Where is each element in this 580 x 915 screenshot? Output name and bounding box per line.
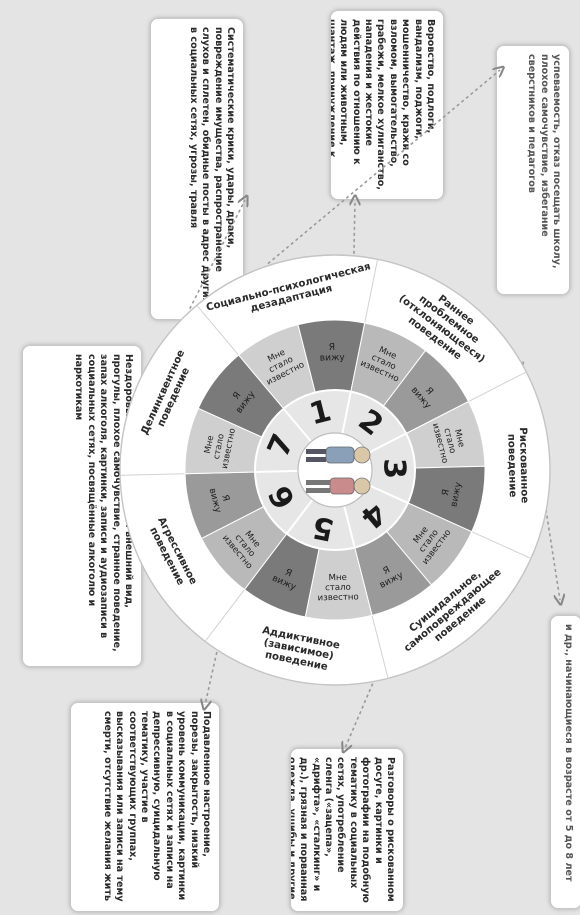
label-see: Явижу (319, 341, 345, 363)
number-divider (254, 469, 299, 473)
wheel-body: МнесталоизвестноЯвижуСоциально-психологи… (119, 254, 551, 686)
card-suicidal: Подавленное настроение, порезы, закрытос… (70, 702, 220, 912)
connector-arrow (205, 651, 218, 705)
connector-arrow (267, 70, 500, 265)
ring-divider (204, 589, 245, 642)
center-circle (297, 432, 373, 508)
connector-arrow (189, 200, 245, 310)
card-social-maladaptation: успеваемость, отказ посещать школу, плох… (496, 45, 570, 295)
category-number: 3 (376, 458, 412, 480)
card-delinquent: Воровство, подлоги, вандализм, поджоги, … (330, 10, 444, 200)
number-divider (368, 484, 409, 504)
label-known: Мнесталоизвестно (317, 573, 359, 604)
ring-divider (371, 615, 389, 679)
children-icon (306, 446, 371, 495)
connector-arrow (345, 683, 374, 748)
ring-divider (196, 304, 239, 356)
ring-divider (471, 531, 532, 559)
number-divider (282, 408, 312, 443)
number-divider (285, 498, 314, 535)
ring-divider (468, 371, 527, 403)
number-divider (341, 391, 352, 434)
label-see: Явижу (438, 478, 464, 507)
number-divider (343, 505, 356, 548)
card-risky: Разговоры о рискованном досуге, картинки… (290, 748, 404, 912)
connector-arrow (354, 200, 355, 254)
card-early-problem: и др., начинающиеся в возрасте от 5 до 8… (550, 615, 580, 909)
category-label: Рискованноеповедение (506, 427, 531, 503)
ring-divider (120, 473, 186, 476)
ring-divider (364, 259, 379, 324)
number-divider (367, 432, 407, 455)
center-emblem (297, 432, 373, 508)
